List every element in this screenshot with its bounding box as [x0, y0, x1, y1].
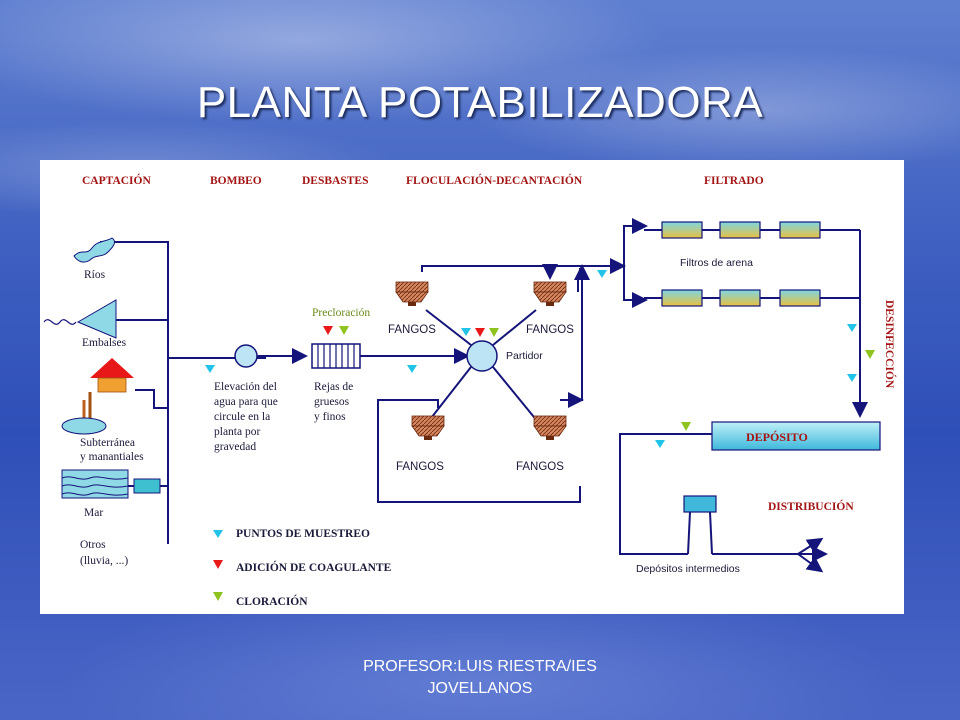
source-otros-1: Otros	[80, 539, 106, 551]
reservoir-icon	[43, 299, 117, 339]
bombeo-text-3: circule en la	[214, 411, 270, 423]
filtros-label: Filtros de arena	[680, 257, 753, 269]
fangos-label-upper-right: FANGOS	[526, 324, 574, 336]
chlorination-marker-deposito	[681, 422, 691, 431]
groundwater-icon	[61, 358, 134, 435]
distribucion-label: DISTRIBUCIÓN	[768, 499, 854, 513]
header-captacion: CAPTACIÓN	[82, 173, 151, 187]
fangos-label-lower-left: FANGOS	[396, 461, 444, 473]
bombeo-text-5: gravedad	[214, 441, 256, 453]
sample-marker-bombeo	[205, 365, 215, 373]
sample-marker-desinfeccion-2	[847, 374, 857, 382]
depositos-intermedios-label: Depósitos intermedios	[636, 563, 740, 575]
bombeo-text-2: agua para que	[214, 396, 278, 408]
source-otros-2: (lluvia, ...)	[80, 555, 128, 567]
slide-title: PLANTA POTABILIZADORA	[196, 78, 764, 127]
legend-coagulant-marker	[213, 560, 223, 569]
rejas-text-2: gruesos	[314, 396, 350, 408]
footer-line-1: PROFESOR:LUIS RIESTRA/IES	[363, 658, 597, 675]
deposit-tank	[711, 421, 881, 451]
rejas-text-1: Rejas de	[314, 381, 353, 393]
settling-tank-upper-right	[533, 281, 567, 307]
legend-sample-marker	[213, 530, 223, 538]
header-floculacion: FLOCULACIÓN-DECANTACIÓN	[406, 173, 583, 187]
coagulant-marker-partidor	[475, 328, 485, 337]
chlorination-marker-desinfeccion	[865, 350, 875, 359]
settling-tank-upper-left	[395, 281, 429, 307]
legend-chlorination-marker	[213, 592, 223, 601]
header-filtrado: FILTRADO	[704, 175, 764, 187]
river-icon	[73, 237, 115, 263]
water-treatment-diagram: CAPTACIÓN BOMBEO DESBASTES FLOCULACIÓN-D…	[40, 160, 904, 614]
rejas-text-3: y finos	[314, 411, 346, 423]
sample-marker-pre-filtro	[597, 270, 607, 278]
desinfeccion-label: DESINFECCIÓN	[883, 300, 897, 389]
footer-line-2: JOVELLANOS	[427, 680, 533, 697]
coagulant-marker-precloracion	[323, 326, 333, 335]
intermediate-tank-icon	[683, 495, 717, 555]
sample-marker-partidor	[461, 328, 471, 336]
precloracion-label: Precloración	[312, 307, 370, 319]
legend-coagulante: ADICIÓN DE COAGULANTE	[236, 560, 392, 574]
header-desbastes: DESBASTES	[302, 175, 368, 187]
source-subterranea-2: y manantiales	[80, 451, 144, 463]
sand-filters-icon	[644, 221, 861, 310]
source-collector-pipes	[100, 241, 234, 544]
pump-icon	[234, 344, 258, 368]
sample-marker-desinfeccion-1	[847, 324, 857, 332]
partidor-label: Partidor	[506, 350, 543, 362]
legend-cloracion: CLORACIÓN	[236, 594, 308, 608]
chlorination-marker-precloracion	[339, 326, 349, 335]
legend-muestreo: PUNTOS DE MUESTREO	[236, 528, 370, 540]
fangos-label-upper-left: FANGOS	[388, 324, 436, 336]
screens-icon	[311, 343, 361, 369]
fangos-label-lower-right: FANGOS	[516, 461, 564, 473]
sea-icon	[61, 469, 161, 499]
slide-footer: PROFESOR:LUIS RIESTRA/IES JOVELLANOS	[330, 656, 630, 700]
header-bombeo: BOMBEO	[210, 175, 262, 187]
bombeo-text-4: planta por	[214, 426, 260, 438]
settling-tank-lower-left	[411, 415, 445, 441]
deposito-label: DEPÓSITO	[746, 430, 808, 444]
source-subterranea-1: Subterránea	[80, 437, 135, 449]
splitter-icon	[466, 340, 498, 372]
sample-marker-decantacion	[407, 365, 417, 373]
source-embalses: Embalses	[82, 337, 127, 349]
settling-tank-lower-right	[533, 415, 567, 441]
chlorination-marker-partidor	[489, 328, 499, 337]
bombeo-text-1: Elevación del	[214, 381, 277, 393]
sample-marker-deposito	[655, 440, 665, 448]
source-rios: Ríos	[84, 269, 106, 281]
source-mar: Mar	[84, 507, 103, 519]
